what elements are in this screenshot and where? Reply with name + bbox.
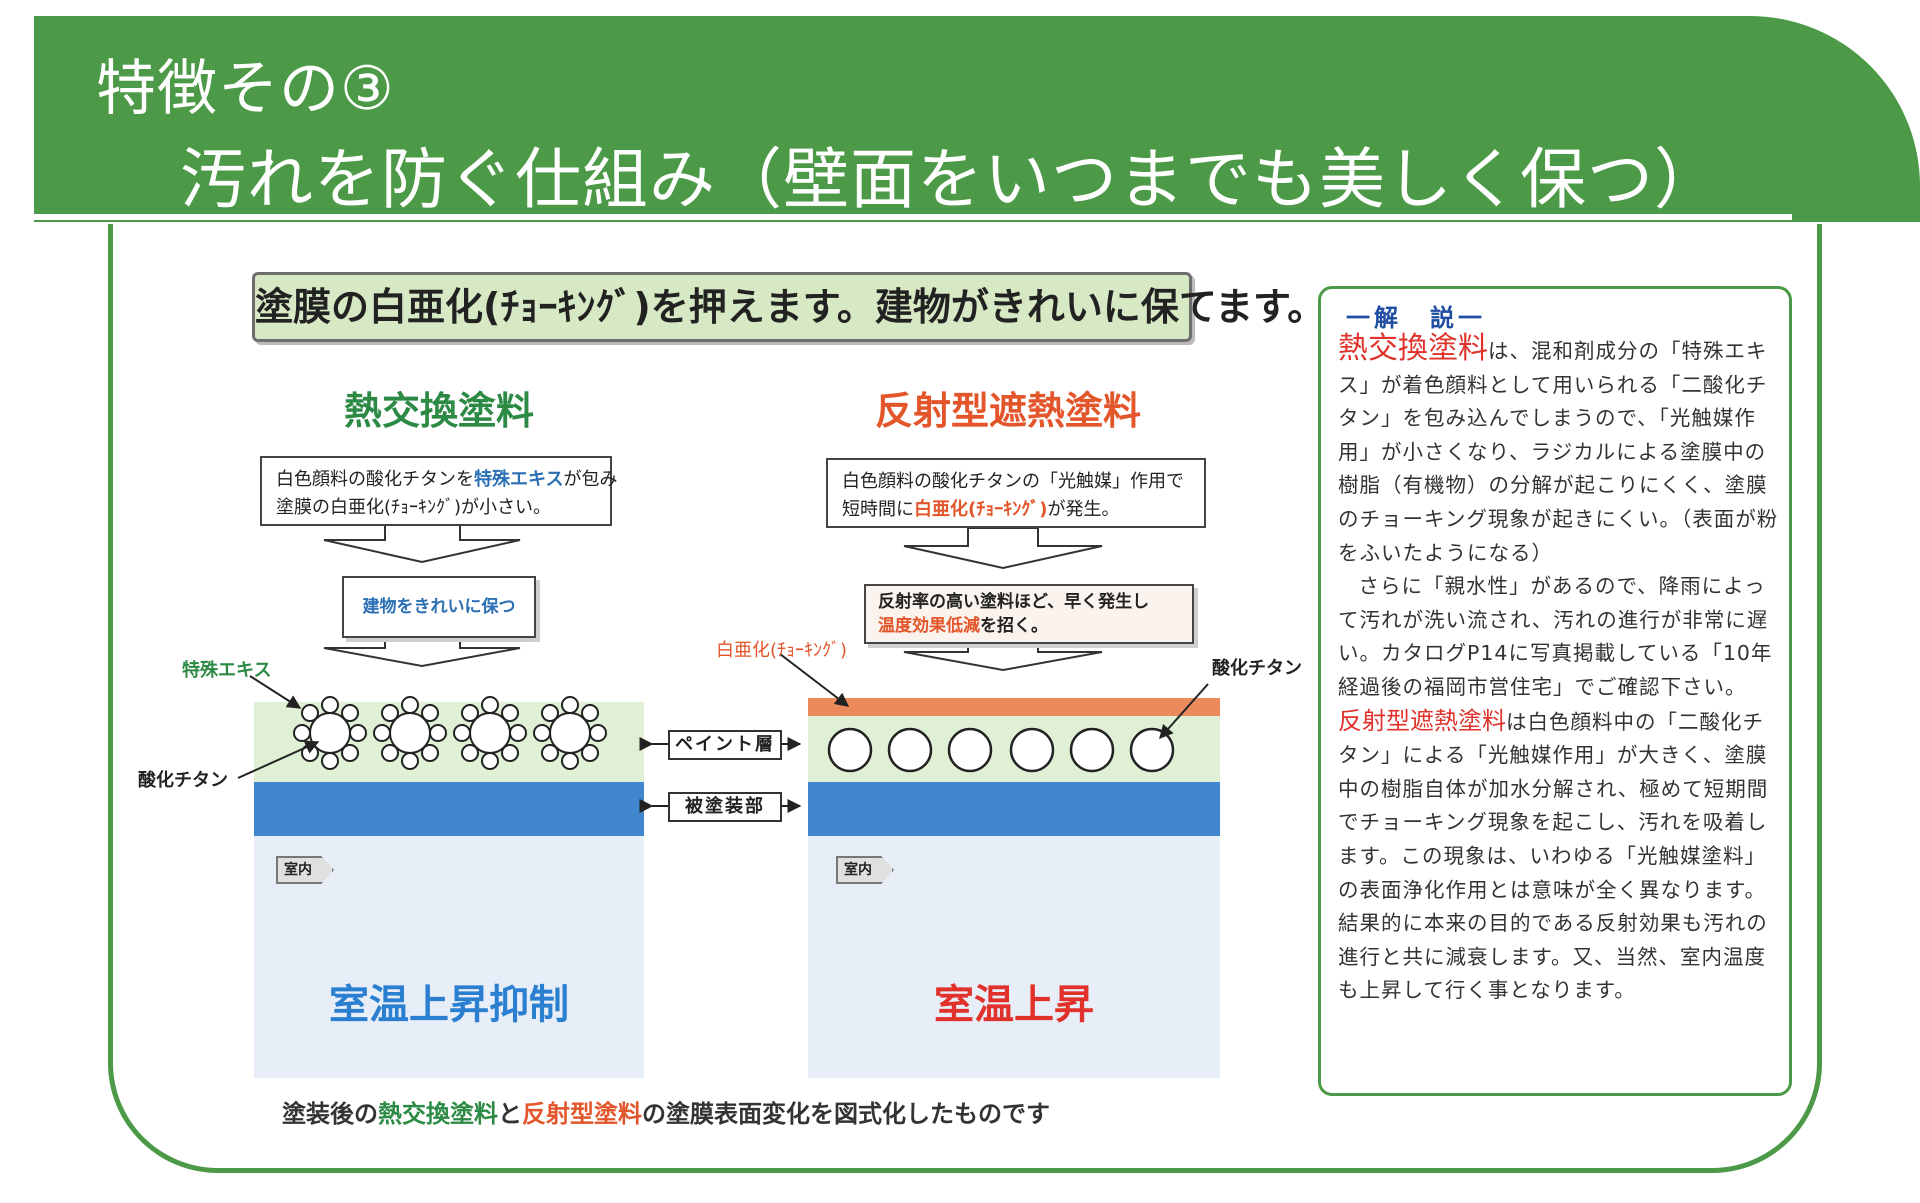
- left-substrate-layer: [254, 782, 644, 836]
- right-desc-line1: 白色顔料の酸化チタンの「光触媒」作用で: [842, 471, 1184, 492]
- right-result-highlight: 温度効果低減: [878, 616, 980, 636]
- right-desc-pre: 短時間に: [842, 499, 914, 520]
- caption-mid: と: [498, 1100, 522, 1128]
- explanation-keyword-1: 熱交換塗料: [1338, 331, 1488, 366]
- explanation-body-2: さらに「親水性」があるので、降雨によって汚れが洗い流され、汚れの進行が非常に遅い…: [1338, 574, 1773, 699]
- explanation-paragraph-2: さらに「親水性」があるので、降雨によって汚れが洗い流され、汚れの進行が非常に遅い…: [1338, 570, 1782, 704]
- right-column-title: 反射型遮熱塗料: [874, 389, 1141, 433]
- explanation-paragraph-1: 熱交換塗料は、混和剤成分の「特殊エキス」が着色顔料として用いられる「二酸化チタン…: [1338, 332, 1782, 570]
- pointer-left-titanium: [237, 740, 320, 779]
- explanation-text: 熱交換塗料は、混和剤成分の「特殊エキス」が着色顔料として用いられる「二酸化チタン…: [1338, 332, 1782, 1008]
- caption-kw1: 熱交換塗料: [378, 1100, 498, 1128]
- label-left-titanium: 酸化チタン: [138, 770, 228, 791]
- explanation-keyword-3: 反射型遮熱塗料: [1338, 706, 1506, 735]
- page-title-line1: 特徴その③: [96, 54, 395, 124]
- right-desc-highlight: 白亜化(ﾁｮｰｷﾝｸﾞ): [914, 499, 1048, 520]
- header-divider: [34, 214, 1792, 220]
- right-result-post: を招く。: [980, 616, 1048, 636]
- left-desc-line2: 塗膜の白亜化(ﾁｮｰｷﾝｸﾞ)が小さい。: [276, 497, 552, 518]
- pointer-extract: [249, 675, 302, 709]
- caption-pre: 塗装後の: [282, 1100, 378, 1128]
- explanation-heading: 一解 説一: [1346, 304, 1486, 332]
- headline-banner: 塗膜の白亜化(ﾁｮｰｷﾝｸﾞ)を押えます。建物がきれいに保てます。: [252, 272, 1325, 342]
- left-desc-post: が包み: [563, 469, 618, 490]
- left-result-label: 室温上昇抑制: [329, 982, 569, 1028]
- pointer-chalking: [779, 653, 850, 707]
- left-down-arrow-2: [323, 637, 521, 668]
- right-substrate-layer: [808, 782, 1220, 836]
- right-down-arrow-1: [903, 527, 1103, 570]
- right-titanium-particles: [827, 727, 1175, 773]
- left-result-text: 建物をきれいに保つ: [362, 597, 516, 617]
- left-column-title: 熱交換塗料: [343, 389, 534, 433]
- label-right-titanium: 酸化チタン: [1212, 658, 1302, 679]
- caption-post: の塗膜表面変化を図式化したものです: [642, 1100, 1050, 1128]
- explanation-body-1: は、混和剤成分の「特殊エキス」が着色顔料として用いられる「二酸化チタン」を包み込…: [1338, 339, 1779, 565]
- pointer-right-titanium: [1159, 683, 1209, 740]
- left-desc-pre: 白色顔料の酸化チタンを: [276, 469, 474, 490]
- explanation-panel: [1318, 286, 1792, 1096]
- left-desc-highlight: 特殊エキス: [474, 469, 564, 490]
- right-result-line1: 反射率の高い塗料ほど、早く発生し: [878, 592, 1150, 612]
- label-chalking: 白亜化(ﾁｮｰｷﾝｸﾞ): [716, 640, 848, 661]
- left-description-box: 白色顔料の酸化チタンを特殊エキスが包み 塗膜の白亜化(ﾁｮｰｷﾝｸﾞ)が小さい。: [260, 456, 617, 526]
- right-down-arrow-2: [903, 641, 1103, 672]
- right-desc-post: が発生。: [1047, 499, 1120, 520]
- substrate-label: 被塗装部: [668, 792, 782, 822]
- explanation-paragraph-3: 反射型遮熱塗料は白色顔料中の「二酸化チタン」による「光触媒作用」が大きく、塗膜中…: [1338, 705, 1782, 1008]
- right-room-tag: 室内: [836, 856, 894, 884]
- paint-layer-label: ペイント層: [668, 730, 782, 760]
- label-special-extract: 特殊エキス: [182, 660, 272, 681]
- page-title-line2: 汚れを防ぐ仕組み（壁面をいつまでも美しく保つ）: [180, 141, 1721, 218]
- diagram-caption: 塗装後の熱交換塗料と反射型塗料の塗膜表面変化を図式化したものです: [282, 1094, 1050, 1129]
- left-down-arrow-1: [323, 521, 521, 564]
- header-band: [34, 16, 1920, 222]
- right-result-box: 反射率の高い塗料ほど、早く発生し 温度効果低減を招く。: [864, 584, 1194, 644]
- right-result-label: 室温上昇: [934, 982, 1094, 1028]
- explanation-body-3: は白色顔料中の「二酸化チタン」による「光触媒作用」が大きく、塗膜中の樹脂自体が加…: [1338, 709, 1769, 1003]
- caption-kw2: 反射型塗料: [522, 1100, 642, 1128]
- right-description-box: 白色顔料の酸化チタンの「光触媒」作用で 短時間に白亜化(ﾁｮｰｷﾝｸﾞ)が発生。: [826, 458, 1206, 528]
- left-titanium-clusters: [293, 696, 607, 770]
- right-chalk-layer: [808, 698, 1220, 716]
- left-room-tag: 室内: [276, 856, 334, 884]
- left-result-box: 建物をきれいに保つ: [342, 576, 536, 638]
